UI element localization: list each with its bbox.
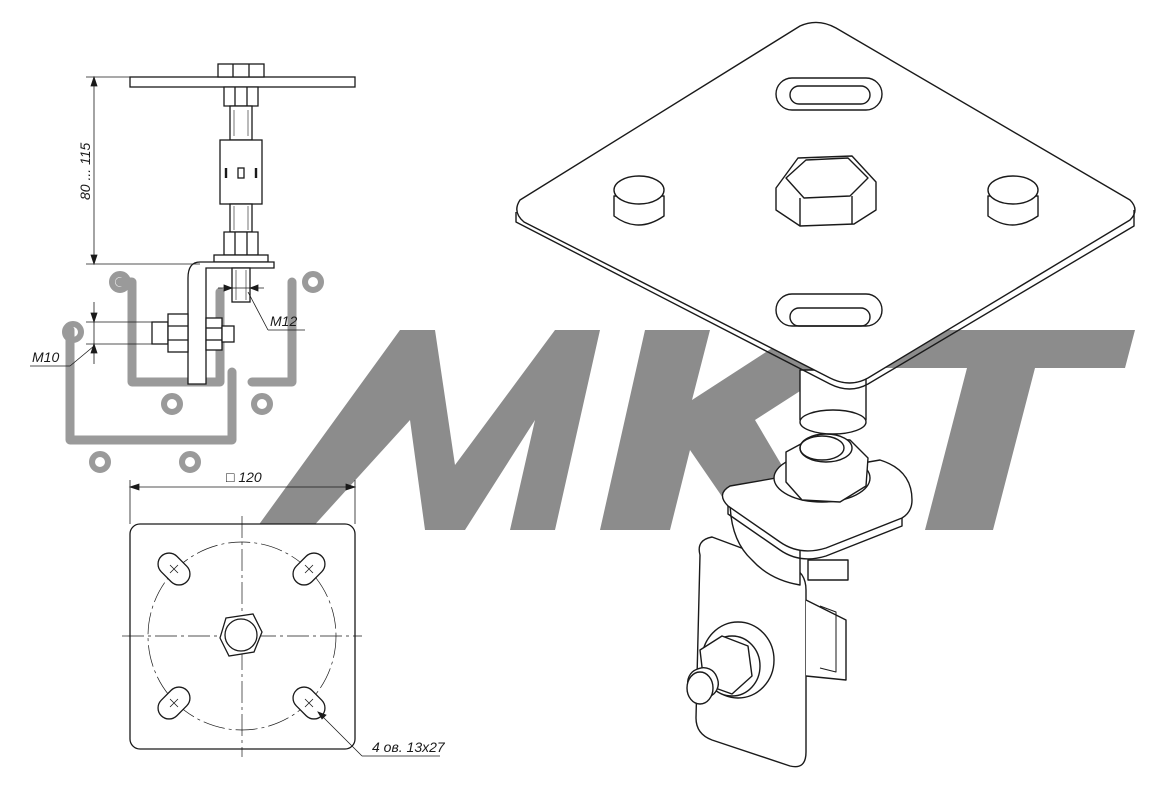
clamp-bolt: [151, 321, 169, 345]
m12-label: M12: [270, 313, 297, 329]
profile-rail: [62, 271, 324, 473]
top-plate: [129, 76, 356, 88]
top-nut: [217, 63, 265, 78]
slots-label: 4 ов. 13х27: [372, 739, 446, 755]
m10-label: M10: [32, 349, 59, 365]
plan-hex-bolt: [219, 613, 263, 657]
iso-boss: [987, 175, 1039, 226]
watermark: [255, 330, 1135, 530]
iso-boss: [613, 175, 665, 226]
watermark-letter-t: [830, 330, 1135, 530]
angle-bracket: [187, 261, 275, 385]
side-view: [129, 63, 356, 385]
height-dimension-label: 80 ... 115: [77, 142, 93, 200]
side-view-dimensions: [30, 75, 305, 367]
isometric-view: [515, 21, 1136, 768]
watermark-letter-k: [600, 330, 895, 530]
watermark-letter-m: [255, 330, 600, 530]
plan-view: [122, 516, 362, 757]
plate-size-label: □ 120: [226, 469, 262, 485]
iso-slot: [775, 77, 883, 111]
plan-view-dimensions: [128, 480, 440, 757]
